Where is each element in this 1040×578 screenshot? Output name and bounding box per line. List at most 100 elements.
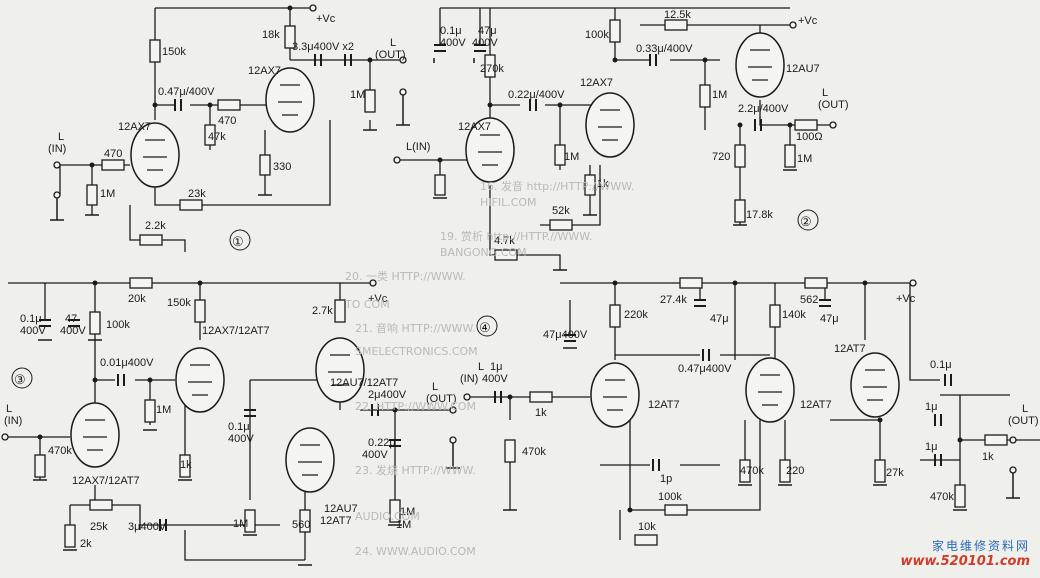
label: 470k — [522, 446, 546, 458]
label: 18k — [262, 29, 280, 41]
resistor — [734, 199, 746, 223]
circuit-number: ③ — [14, 372, 26, 387]
label: +Vc — [896, 293, 916, 305]
resistor — [144, 399, 156, 423]
bg-text: 19. 赏析 http://HTTP.//WWW. — [440, 230, 593, 243]
label: 220k — [624, 309, 648, 321]
label: (OUT) — [426, 393, 457, 405]
label: 47k — [208, 131, 226, 143]
label: L — [478, 361, 484, 373]
label: 562 — [800, 294, 818, 306]
vacuum-tubes — [70, 32, 900, 493]
label: 1μ — [925, 401, 937, 413]
tube-12AT7-4b — [745, 357, 795, 423]
label: (IN) — [4, 415, 22, 427]
resistor — [86, 184, 98, 206]
label: 3.3μ400V x2 — [292, 41, 354, 53]
label: 1M — [564, 151, 579, 163]
watermark-url: www.520101.com — [900, 554, 1030, 569]
label: 330 — [273, 161, 291, 173]
label: 0.33μ/400V — [636, 43, 693, 55]
circuit-4-labels: 220k 27.4k 47μ 140k 562 47μ +Vc 47μ400V … — [460, 293, 1039, 533]
label: 27k — [886, 467, 904, 479]
resistor — [389, 499, 401, 523]
label: 0.22μ — [368, 437, 396, 449]
resistor — [664, 19, 688, 31]
resistor — [584, 174, 596, 196]
resistor — [954, 484, 966, 508]
label: 0.47μ/400V — [158, 86, 215, 98]
label: 2.2k — [145, 220, 166, 232]
resistor — [554, 144, 566, 166]
label: 47μ400V — [543, 329, 588, 341]
circuit-number: ① — [232, 234, 244, 249]
watermark: 家电维修资料网 www.520101.com — [900, 537, 1030, 569]
resistor — [794, 119, 818, 131]
label: 1M — [400, 506, 415, 518]
tube-12AU7-3b — [285, 427, 335, 493]
label: 1M — [396, 519, 411, 531]
label: 25k — [90, 521, 108, 533]
bg-text: TO COM — [345, 298, 390, 311]
resistor — [734, 144, 746, 168]
resistor — [101, 159, 125, 171]
label: 1k — [180, 459, 192, 471]
label: 400V — [472, 37, 498, 49]
label: 150k — [162, 46, 186, 58]
resistor — [529, 391, 553, 403]
label: 12AU7/12AT7 — [330, 377, 398, 389]
resistor — [34, 454, 46, 478]
label: 1μ — [490, 361, 502, 373]
resistors — [34, 19, 1008, 548]
label: 27.4k — [660, 294, 687, 306]
label: 23k — [188, 188, 206, 200]
label: 0.01μ400V — [100, 357, 154, 369]
label: 2.7k — [312, 305, 333, 317]
label: 4.7k — [494, 235, 515, 247]
bg-text: 20. 一类 HTTP://WWW. — [345, 270, 466, 283]
label: +Vc — [316, 13, 336, 25]
label: L — [432, 381, 438, 393]
label: 47μ — [478, 25, 497, 37]
label: 12AX7 — [118, 121, 151, 133]
label: 220 — [786, 465, 804, 477]
label: 100k — [658, 491, 682, 503]
label: 12AT7 — [648, 399, 680, 411]
tube-electrodes — [83, 49, 887, 476]
label: (OUT) — [1008, 415, 1039, 427]
label: 150k — [167, 297, 191, 309]
resistor — [804, 277, 828, 289]
label: 52k — [552, 205, 570, 217]
label: 17.8k — [746, 209, 773, 221]
resistor — [679, 277, 703, 289]
resistor — [179, 454, 191, 478]
capacitors — [39, 44, 952, 531]
label: L — [390, 37, 396, 49]
label: 1k — [597, 178, 609, 190]
label: 20k — [128, 293, 146, 305]
label: 47μ — [820, 313, 839, 325]
label: 1M — [350, 89, 365, 101]
label: 0.1μ — [930, 359, 952, 371]
label: 400V — [482, 373, 508, 385]
circuit-2-labels: 0.1μ 400V 47μ 400V 270k 100k 12.5k +Vc 0… — [406, 9, 849, 247]
tube-12AU7-2 — [735, 32, 785, 98]
label: 270k — [480, 63, 504, 75]
label: 10k — [638, 521, 656, 533]
label: 140k — [782, 309, 806, 321]
resistor — [494, 249, 518, 261]
label: 12AX7/12AT7 — [202, 325, 270, 337]
label: 12AX7 — [580, 77, 613, 89]
label: 720 — [712, 151, 730, 163]
label: 100Ω — [796, 131, 823, 143]
label: 0.1μ — [20, 313, 42, 325]
label: (IN) — [48, 143, 66, 155]
tube-12AX7-3b — [175, 347, 225, 413]
bg-text: AUDIO.COM — [355, 510, 420, 523]
label: 12AT7 — [834, 343, 866, 355]
label: 12AT7 — [320, 515, 352, 527]
circuit-1-labels: +Vc 18k 3.3μ400V x2 (OUT) L 150k 12AX7 1… — [48, 13, 406, 251]
resistor — [769, 304, 781, 328]
resistor — [89, 311, 101, 335]
